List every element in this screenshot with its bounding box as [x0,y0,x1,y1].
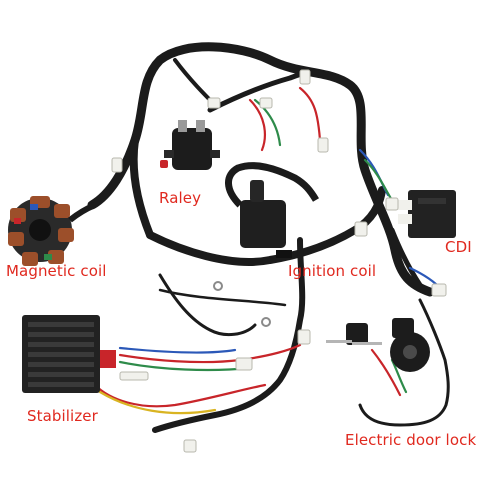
label-raley: Raley [159,189,202,207]
colored-wires [93,86,444,415]
label-ignition-coil: Ignition coil [288,262,377,280]
label-magnetic-coil: Magnetic coil [6,262,107,280]
label-electric-door-lock: Electric door lock [345,431,477,449]
ring-terminals [213,281,271,327]
magnetic-coil-stator-icon [8,196,97,266]
connectors [111,69,447,453]
voltage-regulator-icon [22,315,116,393]
label-cdi: CDI [445,238,472,256]
starter-relay-icon [160,120,220,170]
ignition-coil-icon [225,162,320,258]
key-switch-icon [326,318,430,372]
label-stabilizer: Stabilizer [27,407,98,425]
cdi-box-icon [398,190,456,238]
